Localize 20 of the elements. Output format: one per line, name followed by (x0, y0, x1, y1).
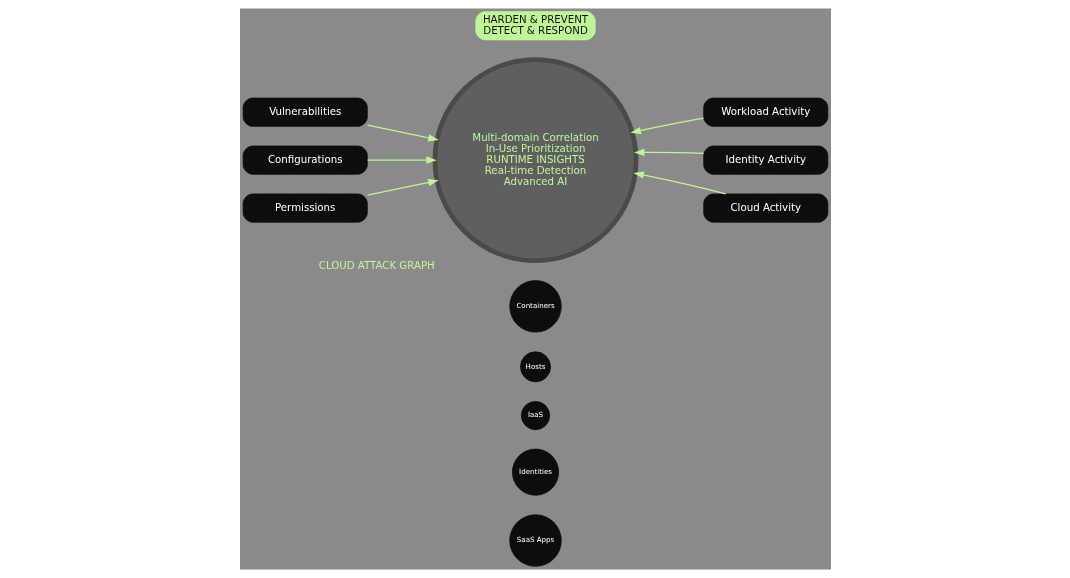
node-box: Cloud Activity (702, 193, 828, 223)
node-circle: SaaS Apps (508, 514, 562, 567)
arrow (632, 171, 726, 195)
node-box: Vulnerabilities (242, 97, 368, 127)
node-circle: Hosts (519, 351, 551, 383)
arrow (366, 156, 437, 164)
node-box: Permissions (242, 193, 368, 223)
node-box: Configurations (242, 145, 368, 175)
arrow (366, 124, 439, 142)
node-label: CLOUD ATTACK GRAPH (318, 259, 435, 271)
node-circle: Identities (511, 448, 559, 496)
node-circle: IaaS (520, 401, 550, 431)
node-circle: Multi-domain Correlation In-Use Prioritization RUNTIME INSIGHTS Real-time Detection Advanced AI (432, 57, 638, 264)
node-circle: Containers (508, 280, 562, 333)
node-box: HARDEN & PREVENT DETECT & RESPOND (474, 11, 596, 41)
node-box: Identity Activity (702, 145, 828, 175)
node-box: Workload Activity (702, 97, 828, 127)
arrow (629, 117, 704, 135)
arrow (633, 148, 704, 157)
arrow (366, 178, 439, 196)
